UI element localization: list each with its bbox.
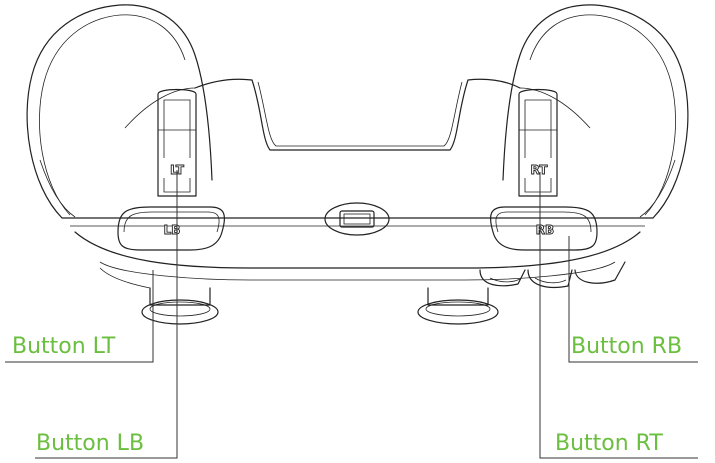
- face-buttons: [479, 261, 626, 289]
- body-band: [61, 217, 654, 281]
- lb-engraving: LB: [164, 223, 181, 237]
- bumper-rb[interactable]: RB: [490, 206, 598, 251]
- callout-button-lt: Button LT: [12, 334, 116, 359]
- rt-engraving: RT: [531, 163, 549, 177]
- trigger-lt[interactable]: LT: [157, 88, 197, 197]
- charging-port: [324, 202, 390, 236]
- right-thumbstick: [417, 287, 499, 325]
- left-grip: [26, 4, 213, 219]
- bumper-lb[interactable]: LB: [117, 206, 225, 251]
- left-thumbstick: [99, 267, 219, 325]
- body-top: [124, 78, 591, 151]
- callout-button-rb: Button RB: [571, 334, 682, 359]
- callout-button-lb: Button LB: [36, 431, 144, 456]
- right-grip: [502, 4, 689, 219]
- leader-lines: [5, 170, 698, 459]
- trigger-rt[interactable]: RT: [518, 88, 558, 197]
- rb-engraving: RB: [536, 223, 554, 237]
- callout-button-rt: Button RT: [555, 431, 663, 456]
